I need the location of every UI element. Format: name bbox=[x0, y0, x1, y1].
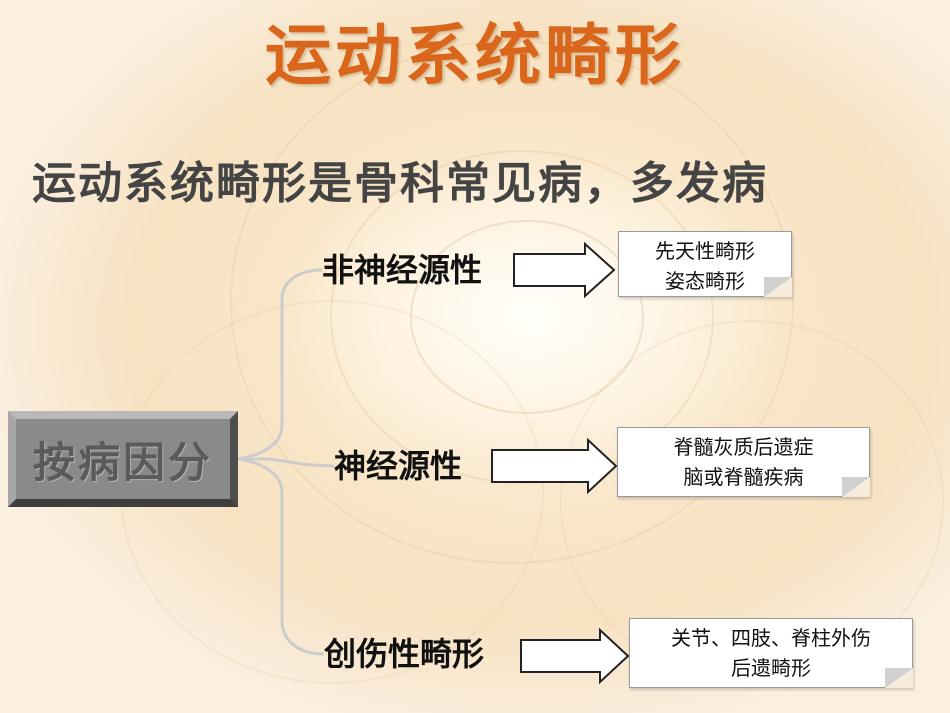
note-line: 后遗畸形 bbox=[731, 656, 811, 680]
note-line: 先天性畸形 bbox=[655, 239, 755, 263]
note-line: 姿态畸形 bbox=[665, 269, 745, 293]
note-line: 关节、四肢、脊柱外伤 bbox=[671, 626, 871, 650]
connector-branch-3 bbox=[237, 457, 325, 656]
slide-subtitle: 运动系统畸形是骨科常见病，多发病 bbox=[32, 158, 768, 209]
folded-corner bbox=[764, 277, 792, 297]
note-line: 脊髓灰质后遗症 bbox=[673, 435, 814, 459]
root-category-box: 按病因分 bbox=[8, 411, 238, 507]
root-category-label: 按病因分 bbox=[32, 437, 213, 487]
arrow-icon bbox=[520, 627, 630, 685]
branch-label-traumatic: 创伤性畸形 bbox=[324, 635, 485, 673]
connector-branch-2 bbox=[238, 457, 335, 468]
note-line: 脑或脊髓疾病 bbox=[683, 465, 804, 489]
arrow-icon bbox=[513, 241, 616, 299]
folded-corner bbox=[885, 668, 913, 688]
connector-branch-1 bbox=[237, 268, 323, 461]
note-box-traumatic: 关节、四肢、脊柱外伤 后遗畸形 bbox=[629, 618, 913, 688]
note-box-neurogenic: 脊髓灰质后遗症 脑或脊髓疾病 bbox=[617, 427, 870, 497]
note-box-non-neurogenic: 先天性畸形 姿态畸形 bbox=[618, 231, 792, 297]
branch-label-non-neurogenic: 非神经源性 bbox=[322, 251, 483, 289]
branch-label-neurogenic: 神经源性 bbox=[334, 447, 463, 485]
folded-corner bbox=[842, 477, 870, 497]
slide-title: 运动系统畸形 bbox=[265, 16, 685, 94]
arrow-icon bbox=[491, 437, 618, 495]
